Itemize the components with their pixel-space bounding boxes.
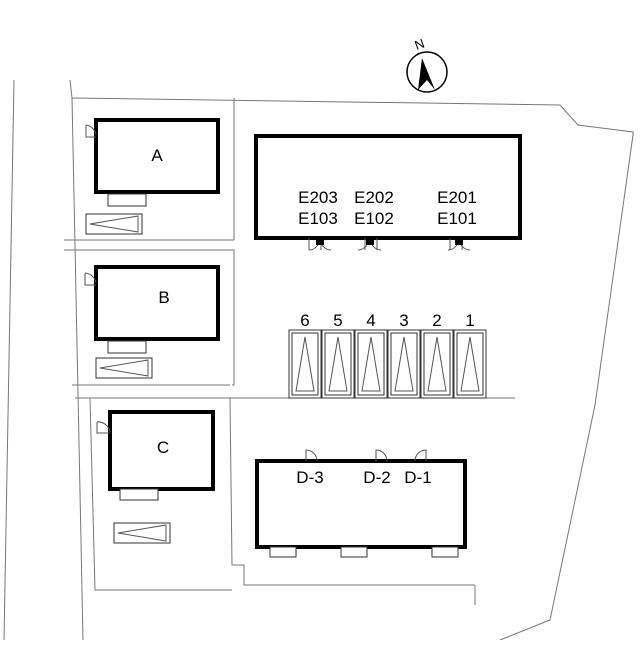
unit-e203-label: E203 [298, 188, 338, 207]
north-label: N [413, 36, 427, 53]
parking-space [387, 329, 421, 399]
ac-unit-icon [107, 193, 147, 207]
entrance-door-icon [308, 238, 332, 251]
site-boundary [3, 79, 634, 641]
unit-e202-label: E202 [354, 188, 394, 207]
parking-space-label: 4 [366, 311, 375, 330]
building-a-label: A [151, 146, 163, 165]
parking-space-b [95, 357, 153, 379]
parking-space-c [113, 522, 171, 544]
unit-d1-label: D-1 [404, 468, 431, 487]
entrance-door-icon [96, 422, 110, 434]
parking-space-label: 1 [465, 311, 474, 330]
entrance-door-icon [375, 449, 388, 462]
entrance-door-icon [84, 273, 96, 286]
entrance-door-icon [357, 238, 382, 251]
entrance-door-icon [85, 125, 96, 138]
parking-space [321, 329, 355, 399]
unit-e103-label: E103 [298, 209, 338, 228]
parking-space-label: 3 [399, 311, 408, 330]
building-c-label: C [157, 438, 169, 457]
parking-space [354, 329, 388, 399]
building-e: E203 E202 E201 E103 E102 E101 [254, 134, 522, 251]
unit-e101-label: E101 [437, 209, 477, 228]
ac-unit-icon [269, 546, 297, 558]
ac-unit-icon [340, 546, 368, 558]
unit-d3-label: D-3 [296, 468, 323, 487]
door-swing-icon [84, 272, 97, 284]
parking-space-label: 5 [333, 311, 342, 330]
parking-space [453, 329, 487, 399]
parking-area: 6 5 4 3 2 1 [288, 311, 487, 399]
entrance-door-icon [447, 238, 471, 251]
building-b-label: B [158, 288, 169, 307]
unit-d2-label: D-2 [363, 468, 390, 487]
building-b: B [84, 265, 220, 379]
door-swing-icon [85, 124, 97, 136]
parking-space [288, 329, 322, 399]
door-swing-icon [96, 421, 111, 433]
entrance-door-icon [414, 449, 427, 462]
unit-e201-label: E201 [437, 188, 477, 207]
parking-space-a [85, 213, 143, 235]
north-arrow-icon: N [406, 36, 448, 93]
parking-space-label: 6 [300, 311, 309, 330]
building-c: C [96, 410, 215, 544]
ac-unit-icon [107, 340, 147, 354]
unit-e102-label: E102 [354, 209, 394, 228]
ac-unit-icon [119, 488, 159, 501]
building-d: D-3 D-2 D-1 [255, 449, 467, 558]
parking-space-label: 2 [432, 311, 441, 330]
entrance-door-icon [305, 449, 318, 462]
building-a: A [85, 118, 220, 235]
ac-unit-icon [431, 546, 459, 558]
parking-space [420, 329, 454, 399]
